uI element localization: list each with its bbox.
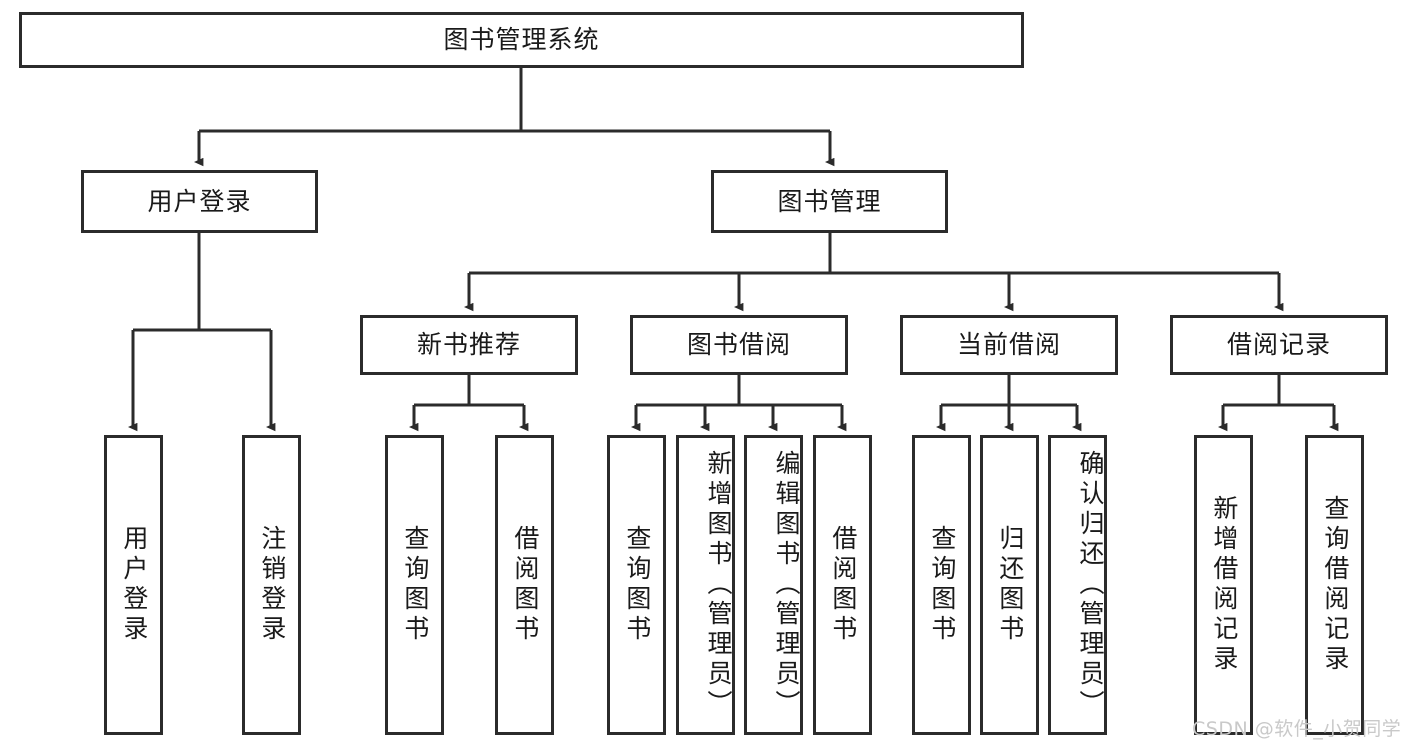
node-user-login[interactable]: 用户登录: [81, 170, 318, 233]
leaf-borrow-book-borrow[interactable]: 借阅图书: [813, 435, 872, 735]
node-new-book-recommend[interactable]: 新书推荐: [360, 315, 578, 375]
node-label: 借阅图书: [510, 525, 540, 645]
leaf-query-book-current[interactable]: 查询图书: [912, 435, 971, 735]
leaf-add-borrow-record[interactable]: 新增借阅记录: [1194, 435, 1253, 735]
leaf-return-book[interactable]: 归还图书: [980, 435, 1039, 735]
node-label: 新增图书（管理员）: [704, 450, 733, 720]
node-label: 确认归还（管理员）: [1076, 450, 1105, 720]
node-label: 当前借阅: [956, 330, 1061, 359]
node-label: 图书管理: [777, 186, 882, 216]
node-root-book-management-system[interactable]: 图书管理系统: [19, 12, 1024, 68]
node-label: 借阅记录: [1226, 330, 1331, 359]
node-book-borrow[interactable]: 图书借阅: [630, 315, 848, 375]
node-borrow-record[interactable]: 借阅记录: [1170, 315, 1388, 375]
leaf-logout-login[interactable]: 注销登录: [242, 435, 301, 735]
leaf-user-login[interactable]: 用户登录: [104, 435, 163, 735]
leaf-query-book-recommend[interactable]: 查询图书: [385, 435, 444, 735]
node-label: 查询图书: [927, 525, 957, 645]
leaf-add-book-admin[interactable]: 新增图书（管理员）: [676, 435, 735, 735]
leaf-edit-book-admin[interactable]: 编辑图书（管理员）: [744, 435, 803, 735]
node-label: 查询图书: [400, 525, 430, 645]
node-label: 用户登录: [119, 525, 149, 645]
node-book-management[interactable]: 图书管理: [711, 170, 948, 233]
node-label: 新增借阅记录: [1209, 495, 1239, 675]
node-current-borrow[interactable]: 当前借阅: [900, 315, 1118, 375]
leaf-query-book-borrow[interactable]: 查询图书: [607, 435, 666, 735]
node-label: 借阅图书: [828, 525, 858, 645]
node-label: 新书推荐: [416, 330, 521, 359]
node-label: 注销登录: [257, 525, 287, 645]
node-label: 查询借阅记录: [1320, 495, 1350, 675]
leaf-borrow-book-recommend[interactable]: 借阅图书: [495, 435, 554, 735]
node-label: 用户登录: [147, 186, 252, 216]
node-label: 编辑图书（管理员）: [772, 450, 801, 720]
node-label: 归还图书: [995, 525, 1025, 645]
node-label: 图书管理系统: [443, 25, 600, 54]
leaf-confirm-return-admin[interactable]: 确认归还（管理员）: [1048, 435, 1107, 735]
leaf-query-borrow-record[interactable]: 查询借阅记录: [1305, 435, 1364, 735]
node-label: 查询图书: [622, 525, 652, 645]
node-label: 图书借阅: [686, 330, 791, 359]
watermark-text: CSDN @软件_小贺同学: [1192, 718, 1402, 740]
